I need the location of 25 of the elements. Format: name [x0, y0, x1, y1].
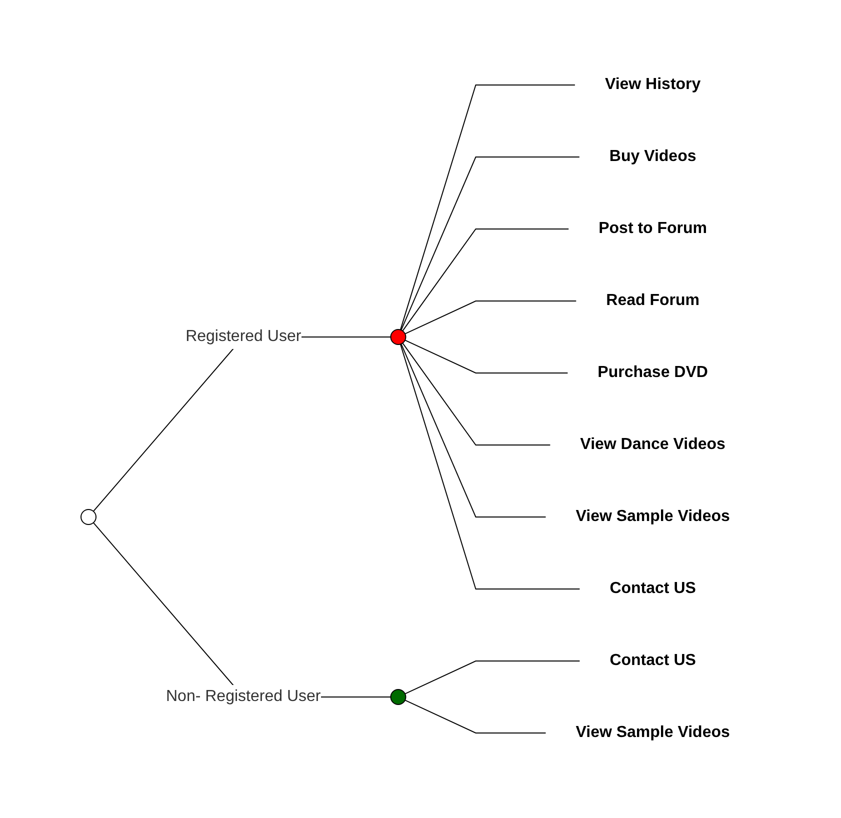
connector [402, 342, 551, 446]
edge-label: Registered User [186, 328, 302, 345]
node-text: Contact US [610, 652, 696, 669]
connector [402, 228, 570, 332]
connector [404, 660, 580, 694]
edge-label: Non- Registered User [166, 688, 321, 705]
connector [400, 344, 580, 590]
node-text: Post to Forum [598, 220, 708, 237]
node-text: View Sample Videos [576, 724, 730, 741]
node-text: View Sample Videos [576, 508, 730, 525]
node-circle [390, 329, 406, 345]
connector [400, 84, 576, 330]
connector [400, 343, 546, 518]
node-text: Read Forum [606, 292, 700, 309]
node-text: View Dance Videos [580, 436, 726, 453]
connector [404, 300, 577, 334]
node-text: Buy Videos [609, 148, 696, 165]
node-text: Contact US [610, 580, 696, 597]
connector [404, 700, 546, 734]
node-text: View History [604, 76, 701, 93]
node-circle [80, 509, 97, 525]
connector [404, 340, 568, 374]
node-text: Purchase DVD [598, 364, 708, 381]
node-circle [390, 689, 406, 705]
connector [400, 156, 580, 331]
